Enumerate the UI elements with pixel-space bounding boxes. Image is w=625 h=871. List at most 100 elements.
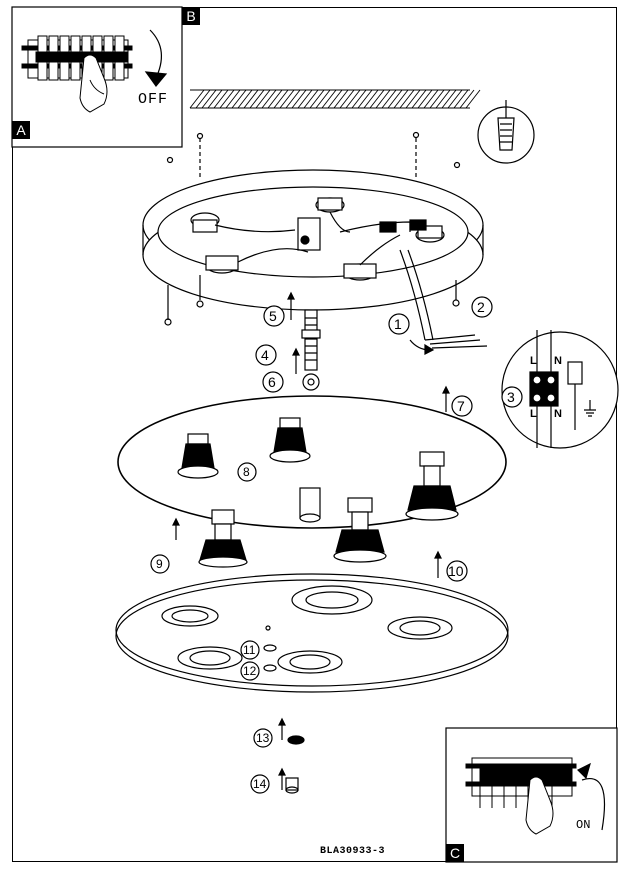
step-2: 2: [477, 299, 485, 315]
hatch-line: [423, 89, 439, 109]
step-11: 11: [243, 643, 256, 657]
hatch-line: [243, 89, 259, 109]
step-12: 12: [243, 664, 257, 678]
terminal-n-bottom: N: [554, 408, 562, 420]
spot-large-1: [405, 451, 459, 521]
cover-hole-2: [291, 585, 373, 615]
arrow-4: [292, 347, 300, 374]
step-4: 4: [261, 347, 269, 363]
step-circles: [150, 296, 523, 794]
hatch-line: [231, 89, 247, 109]
spot-large-3: [198, 509, 248, 568]
base-socket-1: [190, 212, 220, 233]
hatch-line: [333, 89, 349, 109]
panel-a-label: A: [12, 121, 30, 139]
hatch-line: [447, 89, 463, 109]
center-bolt: [301, 309, 321, 391]
arrow-9: [172, 517, 180, 540]
breaker-panel-on: [465, 757, 577, 835]
hatch-line: [453, 89, 469, 109]
hatch-line: [201, 89, 217, 109]
hatch-line: [429, 89, 445, 109]
hatch-line: [249, 89, 265, 109]
cover-plate: [115, 573, 509, 693]
base-socket-2: [315, 197, 345, 213]
wall-plug-left: [164, 275, 204, 326]
hatch-line: [309, 89, 325, 109]
cover-hole-4: [177, 646, 243, 670]
arrow-5: [287, 291, 295, 320]
step-5: 5: [269, 308, 277, 324]
hatch-line: [441, 89, 457, 109]
on-label: ON: [576, 818, 591, 832]
hatch-line: [375, 89, 391, 109]
terminal-l-bottom: L: [530, 408, 537, 420]
ceiling-base: [142, 169, 484, 326]
hatch-line: [417, 89, 433, 109]
hatch-line: [393, 89, 409, 109]
step-14: 14: [253, 777, 267, 791]
arrow-13: [278, 717, 286, 740]
cover-hole-1: [161, 605, 219, 627]
off-label: OFF: [138, 91, 169, 108]
nut-13: [287, 735, 305, 745]
hatch-line: [369, 89, 385, 109]
hatch-line: [297, 89, 313, 109]
spot-large-2: [333, 497, 387, 563]
hatch-line: [327, 89, 343, 109]
hatch-line: [315, 89, 331, 109]
hatch-line: [279, 89, 295, 109]
step-9: 9: [156, 557, 163, 571]
hatch-line: [225, 89, 241, 109]
step-13: 13: [256, 731, 270, 745]
hatch-line: [237, 89, 253, 109]
terminal-inset: [501, 330, 619, 449]
model-code: BLA30933-3: [320, 846, 386, 857]
hatch-line: [189, 89, 205, 109]
hatch-line: [321, 89, 337, 109]
arrow-14: [278, 767, 286, 790]
hatch-line: [207, 89, 223, 109]
hatch-line: [411, 89, 427, 109]
spot-small-1: [177, 433, 219, 479]
hatch-line: [363, 89, 379, 109]
cover-hole-3: [387, 616, 453, 640]
terminal-n-top: N: [554, 355, 562, 367]
arrow-7: [442, 385, 450, 412]
hatch-line: [273, 89, 289, 109]
drawing-frame: [12, 7, 617, 862]
step-3: 3: [507, 389, 515, 405]
spot-small-2: [269, 417, 311, 463]
step-6: 6: [268, 374, 276, 390]
hatch-line: [405, 89, 421, 109]
mounting-plate: [117, 395, 507, 568]
hatch-line: [387, 89, 403, 109]
arrow-10: [434, 550, 442, 578]
wall-plug-right: [452, 280, 460, 307]
panel-c-label: C: [446, 844, 464, 862]
hatch-line: [351, 89, 367, 109]
step-10: 10: [448, 563, 464, 579]
hatch-line: [291, 89, 307, 109]
hatch-line: [435, 89, 451, 109]
hatch-line: [261, 89, 277, 109]
cover-hole-5: [277, 650, 343, 674]
step-1: 1: [394, 316, 402, 332]
hatch-line: [357, 89, 373, 109]
base-socket-5: [343, 263, 377, 281]
cap-14: [285, 777, 299, 794]
hatch-line: [219, 89, 235, 109]
hatch-line: [267, 89, 283, 109]
hatch-line: [345, 89, 361, 109]
center-spacer: [299, 487, 321, 523]
terminal-l-top: L: [530, 355, 537, 367]
hatch-line: [285, 89, 301, 109]
hatch-line: [303, 89, 319, 109]
rotate-arrow-on: [581, 778, 606, 831]
step-7: 7: [457, 398, 465, 414]
panel-b-label: B: [182, 7, 200, 25]
hatch-line: [213, 89, 229, 109]
hatch-line: [339, 89, 355, 109]
hatch-line: [255, 89, 271, 109]
hatch-line: [381, 89, 397, 109]
